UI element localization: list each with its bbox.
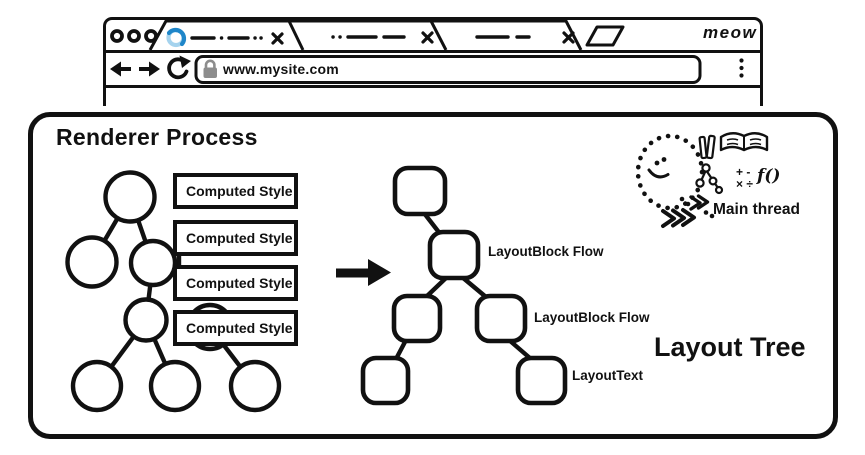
computed-style-box: Computed Style bbox=[173, 220, 298, 256]
computed-style-label: Computed Style bbox=[186, 275, 293, 291]
layout-node-label: LayoutBlock Flow bbox=[534, 310, 650, 325]
computed-style-label: Computed Style bbox=[186, 230, 293, 246]
computed-style-box: Computed Style bbox=[173, 173, 298, 209]
browser-window bbox=[103, 17, 763, 106]
url-text[interactable]: www.mysite.com bbox=[223, 61, 339, 77]
toolbar-divider bbox=[105, 85, 761, 88]
renderer-process-panel bbox=[28, 112, 838, 439]
computed-style-label: Computed Style bbox=[186, 320, 293, 336]
computed-style-box: Computed Style bbox=[173, 310, 298, 346]
brand-label: meow bbox=[703, 23, 758, 42]
layout-node-label: LayoutText bbox=[572, 368, 644, 383]
panel-title: Renderer Process bbox=[56, 124, 258, 150]
computed-style-box: Computed Style bbox=[173, 265, 298, 301]
layout-tree-title: Layout Tree bbox=[654, 332, 806, 362]
layout-node-label: LayoutBlock Flow bbox=[488, 244, 604, 259]
main-thread-label: Main thread bbox=[713, 201, 800, 218]
tabstrip-divider bbox=[105, 50, 761, 53]
computed-style-label: Computed Style bbox=[186, 183, 293, 199]
